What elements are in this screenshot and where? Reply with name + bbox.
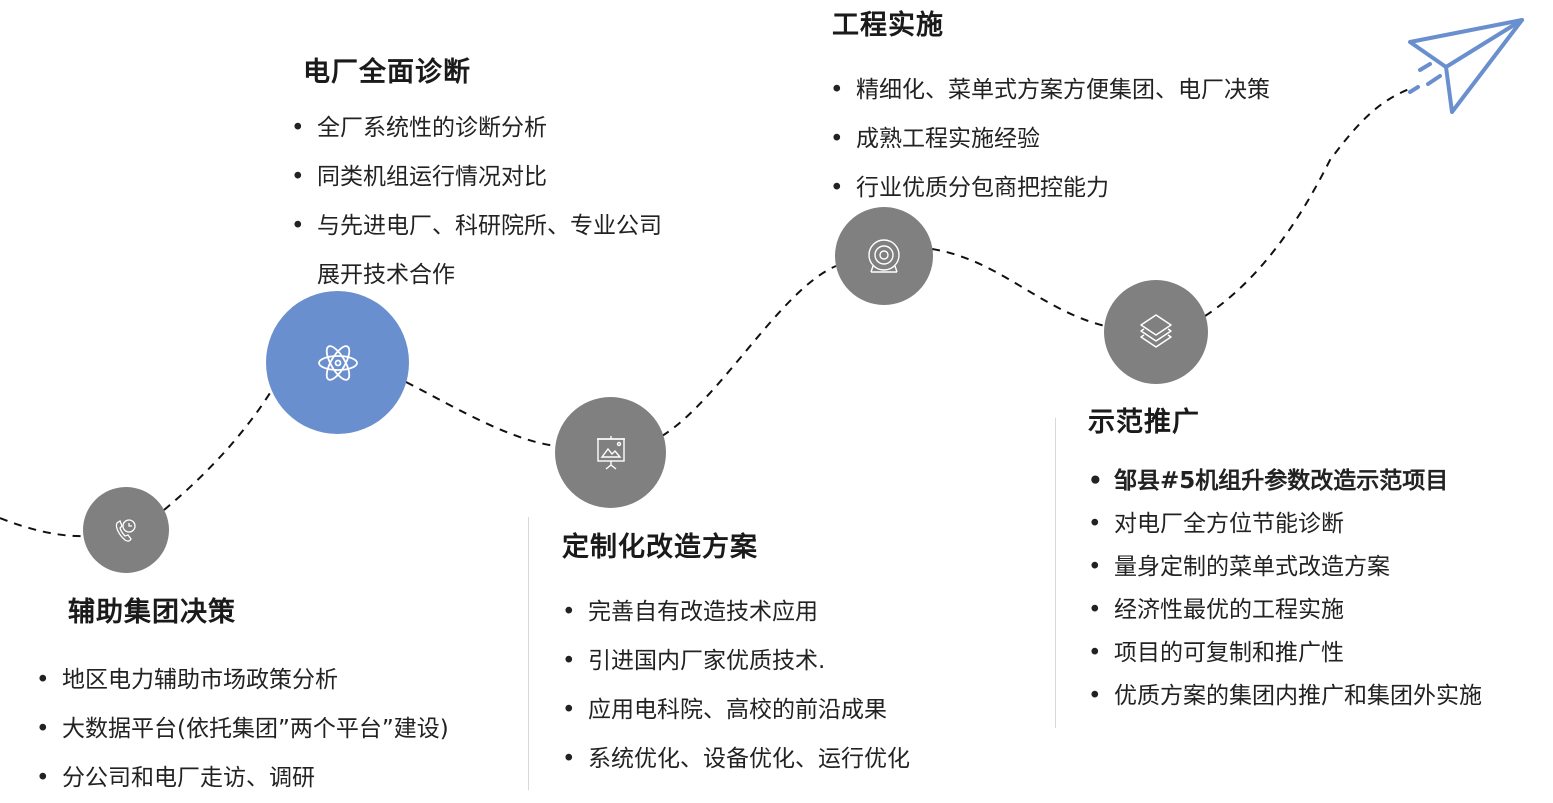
list-item: 对电厂全方位节能诊断	[1088, 503, 1482, 546]
list-item: 引进国内厂家优质技术.	[562, 637, 910, 686]
list-item: 成熟工程实施经验	[830, 115, 1270, 164]
stage-list: 全厂系统性的诊断分析 同类机组运行情况对比 与先进电厂、科研院所、专业公司 展开…	[291, 104, 662, 300]
list-item: 同类机组运行情况对比	[291, 153, 662, 202]
stage-title: 辅助集团决策	[68, 597, 236, 628]
list-item: 项目的可复制和推广性	[1088, 632, 1482, 675]
stage-title: 电厂全面诊断	[303, 57, 471, 88]
node-atom	[266, 291, 409, 434]
list-item: 经济性最优的工程实施	[1088, 589, 1482, 632]
list-item: 分公司和电厂走访、调研	[36, 754, 449, 803]
stage-title: 工程实施	[832, 10, 944, 41]
presentation-board-icon	[596, 435, 625, 470]
target-icon	[868, 239, 900, 273]
stage-list: 完善自有改造技术应用 引进国内厂家优质技术. 应用电科院、高校的前沿成果 系统优…	[562, 588, 910, 784]
atom-icon	[317, 344, 358, 381]
list-item: 与先进电厂、科研院所、专业公司	[291, 202, 662, 251]
stage-title: 示范推广	[1088, 407, 1200, 438]
list-item: 优质方案的集团内推广和集团外实施	[1088, 675, 1482, 718]
stage-title: 定制化改造方案	[562, 532, 758, 563]
list-item: 行业优质分包商把控能力	[830, 164, 1270, 213]
list-item: 邹县#5机组升参数改造示范项目	[1088, 460, 1482, 503]
stage-list: 精细化、菜单式方案方便集团、电厂决策 成熟工程实施经验 行业优质分包商把控能力	[830, 66, 1270, 213]
list-item: 大数据平台(依托集团”两个平台”建设)	[36, 705, 449, 754]
list-item: 系统优化、设备优化、运行优化	[562, 735, 910, 784]
divider	[528, 517, 529, 790]
list-item: 完善自有改造技术应用	[562, 588, 910, 637]
list-item: 全厂系统性的诊断分析	[291, 104, 662, 153]
node-target	[835, 207, 933, 305]
node-layers	[1104, 280, 1208, 384]
list-item: 应用电科院、高校的前沿成果	[562, 686, 910, 735]
node-presentation	[555, 397, 666, 508]
node-phone-clock	[83, 487, 169, 573]
list-item: 地区电力辅助市场政策分析	[36, 656, 449, 705]
list-item: 精细化、菜单式方案方便集团、电厂决策	[830, 66, 1270, 115]
phone-clock-icon	[115, 519, 136, 542]
stage-list: 邹县#5机组升参数改造示范项目 对电厂全方位节能诊断 量身定制的菜单式改造方案 …	[1088, 460, 1482, 718]
list-item: 量身定制的菜单式改造方案	[1088, 546, 1482, 589]
list-item-continuation: 展开技术合作	[317, 262, 455, 288]
stage-list: 地区电力辅助市场政策分析 大数据平台(依托集团”两个平台”建设) 分公司和电厂走…	[36, 656, 449, 803]
layers-icon	[1140, 314, 1172, 348]
paper-plane-icon	[1408, 18, 1524, 114]
divider	[1055, 418, 1056, 728]
